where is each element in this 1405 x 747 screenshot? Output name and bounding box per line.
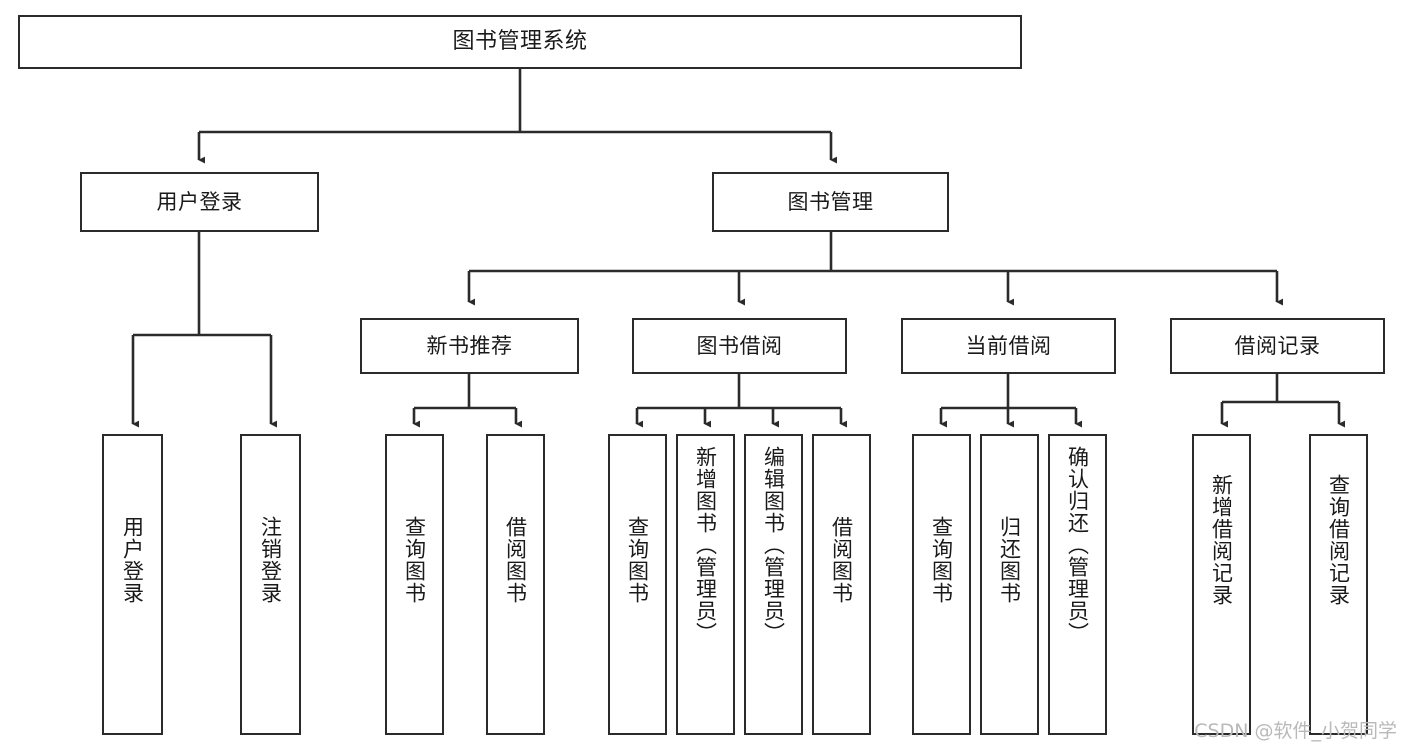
node-leaf-confirm-return-label: 确认归还（管理员） [1065, 446, 1090, 644]
node-leaf-add-record-label: 新增借阅记录 [1209, 474, 1234, 606]
node-leaf-borrow-book-1-label: 借阅图书 [503, 516, 528, 604]
node-leaf-query-book-1-label: 查询图书 [402, 516, 427, 604]
node-leaf-query-book-3[interactable]: 查询图书 [912, 434, 971, 735]
node-leaf-logout[interactable]: 注销登录 [240, 434, 301, 735]
node-leaf-borrow-book-2[interactable]: 借阅图书 [812, 434, 871, 735]
node-leaf-logout-label: 注销登录 [258, 516, 283, 604]
node-leaf-confirm-return[interactable]: 确认归还（管理员） [1048, 434, 1107, 735]
node-root-label: 图书管理系统 [452, 29, 588, 55]
node-new-book-rec-label: 新书推荐 [426, 333, 513, 358]
node-current-borrow-label: 当前借阅 [965, 333, 1052, 358]
node-leaf-return-book-label: 归还图书 [997, 516, 1022, 604]
node-new-book-rec[interactable]: 新书推荐 [360, 318, 579, 374]
watermark-text: CSDN @软件_小贺同学 [1194, 720, 1397, 742]
node-leaf-user-login-label: 用户登录 [120, 516, 145, 604]
node-leaf-edit-book-label: 编辑图书（管理员） [761, 446, 786, 644]
node-current-borrow[interactable]: 当前借阅 [901, 318, 1116, 374]
node-book-manage[interactable]: 图书管理 [712, 172, 949, 232]
node-user-login-label: 用户登录 [156, 189, 243, 214]
node-borrow-record-label: 借阅记录 [1234, 333, 1321, 358]
node-leaf-query-record[interactable]: 查询借阅记录 [1309, 434, 1368, 735]
node-leaf-query-book-1[interactable]: 查询图书 [385, 434, 444, 735]
node-book-borrow[interactable]: 图书借阅 [632, 318, 847, 374]
node-root[interactable]: 图书管理系统 [18, 15, 1022, 69]
node-leaf-borrow-book-2-label: 借阅图书 [829, 516, 854, 604]
node-leaf-borrow-book-1[interactable]: 借阅图书 [486, 434, 545, 735]
node-leaf-query-book-2-label: 查询图书 [625, 516, 650, 604]
node-borrow-record[interactable]: 借阅记录 [1170, 318, 1385, 374]
node-leaf-query-book-3-label: 查询图书 [929, 516, 954, 604]
node-leaf-edit-book[interactable]: 编辑图书（管理员） [744, 434, 803, 735]
node-leaf-query-book-2[interactable]: 查询图书 [608, 434, 667, 735]
node-leaf-add-book[interactable]: 新增图书（管理员） [676, 434, 735, 735]
node-book-manage-label: 图书管理 [787, 189, 874, 214]
node-user-login[interactable]: 用户登录 [80, 172, 319, 232]
node-book-borrow-label: 图书借阅 [696, 333, 783, 358]
node-leaf-user-login[interactable]: 用户登录 [102, 434, 163, 735]
node-leaf-add-record[interactable]: 新增借阅记录 [1192, 434, 1251, 735]
node-leaf-return-book[interactable]: 归还图书 [980, 434, 1039, 735]
node-leaf-add-book-label: 新增图书（管理员） [693, 446, 718, 644]
node-leaf-query-record-label: 查询借阅记录 [1326, 474, 1351, 606]
